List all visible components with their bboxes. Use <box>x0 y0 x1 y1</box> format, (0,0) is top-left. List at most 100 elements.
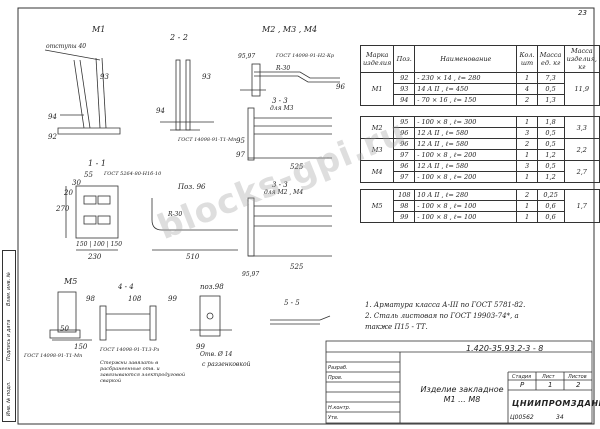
stage-label: Стадия <box>512 374 532 380</box>
m5-view <box>49 291 92 341</box>
callout-r30a: R-30 <box>276 65 291 72</box>
cell-qty: 2 <box>516 189 538 201</box>
table-header-row: Марка изделия Поз. Наименование Кол. шт … <box>359 45 600 73</box>
th-mark: Марка изделия <box>359 45 395 73</box>
callout-93b: 93 <box>202 73 211 81</box>
callout-gost-d: ГОСТ 14098-91-Т1-Мп <box>24 353 83 359</box>
side-label: Инв. № подл. <box>6 381 12 417</box>
callout-97: 97 <box>236 151 245 159</box>
cell-total: 1,7 <box>563 189 600 223</box>
callout-razz: с раззенковкой <box>202 361 251 368</box>
table-row: M2 95 - 100 × 8 , ℓ= 300 1 1,8 3,3 <box>359 116 600 139</box>
th-name: Наименование <box>414 45 518 73</box>
callout-99b: 99 <box>196 343 205 351</box>
cell-poz: 93 <box>393 83 416 95</box>
sheets-label: Листов <box>568 374 587 380</box>
callout-94: 94 <box>48 113 57 121</box>
cell-mass: 1,8 <box>536 116 565 128</box>
th-total: Масса изделия, кг <box>563 45 600 73</box>
role-label: Утв. <box>328 415 339 421</box>
callout-96: 96 <box>336 83 345 91</box>
table-row: 93 14 A II , ℓ= 450 4 0,5 <box>361 83 600 95</box>
dim-525b: 525 <box>290 263 304 271</box>
cell-poz: 96 <box>393 160 416 172</box>
view-title-poz96: Поз. 96 <box>178 183 206 191</box>
callout-95-97b: 95,97 <box>242 271 260 278</box>
table-row: 99 - 100 × 8 , ℓ= 100 1 0,6 <box>361 211 600 223</box>
callout-gost-e: ГОСТ 14098-91-Т13-Рз <box>100 347 160 353</box>
cell-name: - 100 × 8 , ℓ= 100 <box>414 211 518 223</box>
dim-525a: 525 <box>290 163 304 171</box>
side-strip: Инв. № подл. Подпись и дата Взам. инв. № <box>2 250 16 422</box>
sheet-label: Лист <box>542 374 555 380</box>
callout-92: 92 <box>48 133 57 141</box>
view-title-poz98: поз.98 <box>200 283 224 291</box>
cell-name: 12 A II , ℓ= 580 <box>414 160 518 172</box>
view-title-m5: M5 <box>64 277 78 286</box>
view-sub-3-3a: для М3 <box>270 105 294 112</box>
cell-name: - 230 × 14 , ℓ= 280 <box>414 72 518 84</box>
cell-mass: 1,2 <box>536 149 565 161</box>
document-code: 1.420-35.93.2-3 - 8 <box>466 344 544 353</box>
cell-qty: 4 <box>516 83 538 95</box>
dim-230: 230 <box>88 253 102 261</box>
cell-qty: 1 <box>516 171 538 183</box>
view-title-m1: M1 <box>92 25 106 34</box>
note-m5: Стержни завязать в расбранеенные отв. и … <box>100 360 186 384</box>
th-qty: Кол. шт <box>516 45 538 73</box>
callout-108: 108 <box>128 295 142 303</box>
callout-93a: 93 <box>100 73 109 81</box>
view-3-3-m3 <box>247 107 332 161</box>
view-4-4 <box>99 305 157 341</box>
cell-qty: 2 <box>516 138 538 150</box>
cell-name: - 100 × 8 , ℓ= 100 <box>414 200 518 212</box>
cell-qty: 1 <box>516 200 538 212</box>
title-block: 1.420-35.93.2-3 - 8 Разраб. Пров. Н.конт… <box>326 341 600 423</box>
view-sub-3-3b: для М2 , М4 <box>264 189 304 196</box>
title-line: Изделие закладное <box>420 385 504 394</box>
callout-gost-c: ГОСТ 5264-80-Н1б-10 <box>104 171 162 177</box>
cell-poz: 92 <box>393 72 416 84</box>
cell-mass: 0,5 <box>536 127 565 139</box>
th-mass: Масса ед. кг <box>536 45 565 73</box>
table-row: M1 92 - 230 × 14 , ℓ= 280 1 7,3 11,9 <box>359 72 600 106</box>
cell-total: 11,9 <box>563 72 600 106</box>
cell-name: 12 A II , ℓ= 580 <box>414 138 518 150</box>
cell-name: - 100 × 8 , ℓ= 300 <box>414 116 518 128</box>
callout-otm40: отступы 40 <box>46 43 87 50</box>
stage-value: Р <box>520 381 525 389</box>
cell-mass: 0,5 <box>536 138 565 150</box>
table-row: 97 - 100 × 8 , ℓ= 200 1 1,2 <box>361 171 600 183</box>
cell-name: 12 A II , ℓ= 580 <box>414 127 518 139</box>
dim-20: 20 <box>64 189 73 197</box>
th-poz: Поз. <box>393 45 416 73</box>
cell-qty: 3 <box>516 160 538 172</box>
cell-mass: 0,25 <box>536 189 565 201</box>
organization-name: ЦНИИПРОМЗДАНИЙ <box>512 399 600 408</box>
cell-poz: 97 <box>393 171 416 183</box>
cell-name: 10 A II , ℓ= 280 <box>414 189 518 201</box>
dim-510: 510 <box>186 253 200 261</box>
view-1-1 <box>65 185 119 251</box>
dim-150: 150 <box>74 343 88 351</box>
table-row: M3 96 12 A II , ℓ= 580 2 0,5 2,2 <box>359 138 600 161</box>
page-number: 23 <box>578 9 587 17</box>
dim-30: 30 <box>72 179 81 187</box>
cell-poz: 98 <box>393 200 416 212</box>
role-label: Пров. <box>328 375 343 381</box>
cell-total: 2,7 <box>563 160 600 183</box>
side-label: Подпись и дата <box>6 319 12 361</box>
cell-name: - 100 × 8 , ℓ= 200 <box>414 149 518 161</box>
note-line: 2. Сталь листовая по ГОСТ 19903-74*, а <box>365 312 519 320</box>
role-label: Н.контр. <box>328 405 351 411</box>
table-row: M5 108 10 A II , ℓ= 280 2 0,25 1,7 <box>359 189 600 223</box>
cell-name: - 100 × 8 , ℓ= 200 <box>414 171 518 183</box>
inventory-number: Ц00562 <box>510 414 534 421</box>
title-line: М1 ... М8 <box>443 395 481 404</box>
cell-qty: 2 <box>516 94 538 106</box>
poz98-sketch <box>190 295 232 337</box>
cell-total: 2,2 <box>563 138 600 161</box>
cell-mass: 1,2 <box>536 171 565 183</box>
